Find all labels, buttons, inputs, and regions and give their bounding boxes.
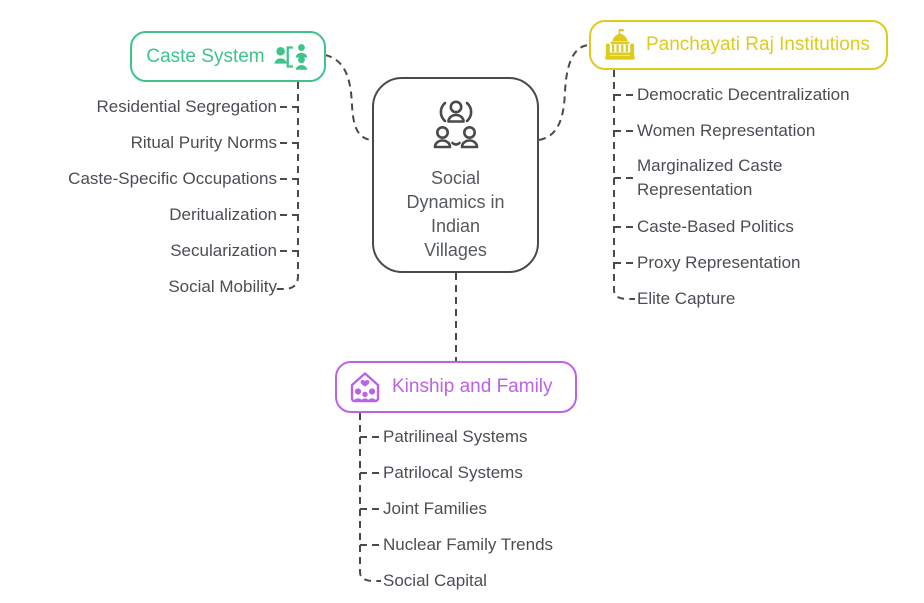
branch-item[interactable]: Patrilineal Systems bbox=[383, 427, 528, 446]
branch-item[interactable]: Caste-Based Politics bbox=[637, 217, 794, 236]
connector-caste-trunk bbox=[276, 82, 299, 290]
branch-item[interactable]: Democratic Decentralization bbox=[637, 85, 850, 104]
center-node-social-dynamics[interactable]: Social Dynamics in Indian Villages bbox=[372, 77, 539, 273]
branch-item[interactable]: Elite Capture bbox=[637, 289, 736, 308]
branch-item[interactable]: Patrilocal Systems bbox=[383, 463, 523, 482]
connector-panchayati-item-stubs bbox=[614, 94, 633, 264]
branch-item[interactable]: Nuclear Family Trends bbox=[383, 535, 554, 554]
family-home-icon bbox=[347, 369, 383, 405]
branch-item[interactable]: Proxy Representation bbox=[637, 253, 801, 272]
branch-node-kinship-family[interactable]: Kinship and Family bbox=[335, 361, 577, 413]
connector-kinship-item-stubs bbox=[360, 436, 379, 546]
connector-caste-item-stubs bbox=[280, 106, 298, 252]
branch-item[interactable]: Residential Segregation bbox=[96, 97, 277, 116]
branch-item[interactable]: Joint Families bbox=[383, 499, 487, 518]
connector-center-to-panchayati bbox=[538, 44, 590, 141]
branch-node-panchayati-raj[interactable]: Panchayati Raj Institutions bbox=[589, 20, 888, 70]
center-node-title: Social Dynamics in Indian Villages bbox=[406, 168, 505, 260]
branch-item[interactable]: Ritual Purity Norms bbox=[130, 133, 277, 152]
branch-item[interactable]: Marginalized Caste Representation bbox=[637, 156, 783, 199]
connector-kinship-trunk bbox=[359, 413, 381, 582]
branch-item[interactable]: Deritualization bbox=[169, 205, 277, 224]
government-building-icon bbox=[603, 27, 637, 63]
branch-node-label: Caste System bbox=[146, 45, 265, 67]
people-hierarchy-icon bbox=[274, 41, 310, 73]
community-people-icon bbox=[433, 97, 479, 158]
connector-panchayati-trunk bbox=[613, 70, 635, 300]
branch-node-label: Kinship and Family bbox=[392, 376, 553, 397]
branch-item[interactable]: Secularization bbox=[170, 241, 277, 260]
branch-item[interactable]: Social Mobility bbox=[168, 277, 277, 296]
branch-node-caste-system[interactable]: Caste System bbox=[130, 31, 326, 82]
branch-node-label: Panchayati Raj Institutions bbox=[646, 34, 870, 55]
branch-item[interactable]: Social Capital bbox=[383, 571, 487, 590]
branch-item[interactable]: Women Representation bbox=[637, 121, 816, 140]
connector-caste-to-center bbox=[324, 54, 373, 141]
branch-item[interactable]: Caste-Specific Occupations bbox=[68, 169, 277, 188]
